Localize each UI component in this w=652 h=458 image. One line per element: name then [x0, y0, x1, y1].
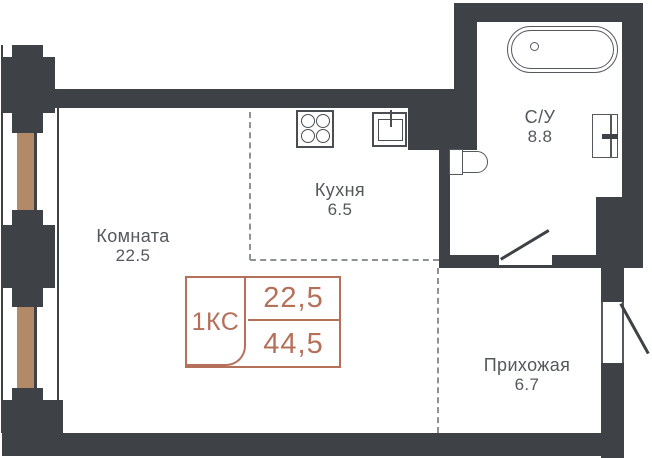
wall-left-outer-line: [1, 45, 3, 433]
unit-living-area: 22,5: [248, 278, 339, 321]
washbasin-tap-icon: [602, 134, 618, 139]
bathtub-rim-icon: [511, 30, 614, 69]
room-area-kitchen: 6.5: [327, 200, 353, 219]
pier-bottom-cap: [12, 388, 43, 400]
room-name-bathroom: С/У: [524, 107, 556, 127]
wall-bathroom-top: [454, 3, 643, 22]
stove-burner-icon: [316, 129, 330, 143]
wall-top-main: [53, 89, 457, 108]
stove-icon: [296, 110, 334, 148]
entry-door-opening: [601, 302, 624, 363]
wall-toilet-nook: [439, 150, 450, 257]
room-area-hallway: 6.7: [514, 375, 540, 394]
pier-mid-body: [3, 225, 55, 288]
wall-hall-right-upper: [601, 268, 624, 302]
toilet-bowl-icon: [462, 151, 488, 173]
wall-bathroom-left: [454, 3, 477, 108]
room-name-hallway: Прихожая: [483, 355, 571, 375]
wall-bottom: [2, 433, 624, 456]
stove-burner-icon: [301, 114, 315, 128]
pier-mid-cap: [12, 210, 43, 225]
wall-kitchen-corner-block: [408, 108, 477, 150]
unit-type-label: 1КС: [191, 308, 240, 336]
wall-right-upper: [622, 3, 643, 197]
pier-top-body: [3, 57, 55, 113]
bathroom-door-opening: [499, 255, 552, 265]
room-label-bathroom: С/У 8.8: [525, 107, 556, 147]
bathroom-door-threshold: [499, 265, 552, 267]
unit-total-area: 44,5: [263, 328, 324, 360]
room-label-hallway: Прихожая 6.7: [484, 355, 571, 395]
window-upper: [17, 133, 37, 210]
pier-mid-foot: [12, 288, 43, 307]
washbasin-icon: [592, 114, 618, 158]
toilet-tank-icon: [449, 149, 463, 175]
room-area-bathroom: 8.8: [527, 127, 553, 146]
wall-left-inner-line: [57, 108, 59, 400]
wall-bottom-left-corner: [2, 400, 63, 433]
stove-burner-icon: [301, 129, 315, 143]
kitchen-sink-tap-icon: [390, 110, 392, 127]
room-name-kitchen: Кухня: [314, 180, 366, 200]
divider-hall-vertical: [437, 268, 439, 433]
room-label-living: Комната 22.5: [96, 226, 169, 266]
wall-right-block: [596, 197, 643, 268]
window-lower: [17, 307, 37, 388]
pier-top-cap: [12, 45, 43, 57]
divider-kitchen-hall-horizontal: [250, 259, 439, 261]
pier-top-foot: [12, 113, 43, 133]
unit-card-type-cell: [187, 278, 246, 366]
stove-burner-icon: [316, 114, 330, 128]
room-label-kitchen: Кухня 6.5: [315, 180, 365, 220]
divider-living-kitchen: [249, 112, 251, 260]
unit-info-card: 1КС 22,5 44,5: [185, 276, 341, 368]
bathtub-drain-icon: [530, 42, 539, 51]
bathtub-icon: [507, 26, 618, 73]
kitchen-sink-icon: [372, 110, 407, 147]
room-name-living: Комната: [96, 226, 170, 246]
room-area-living: 22.5: [115, 246, 151, 265]
